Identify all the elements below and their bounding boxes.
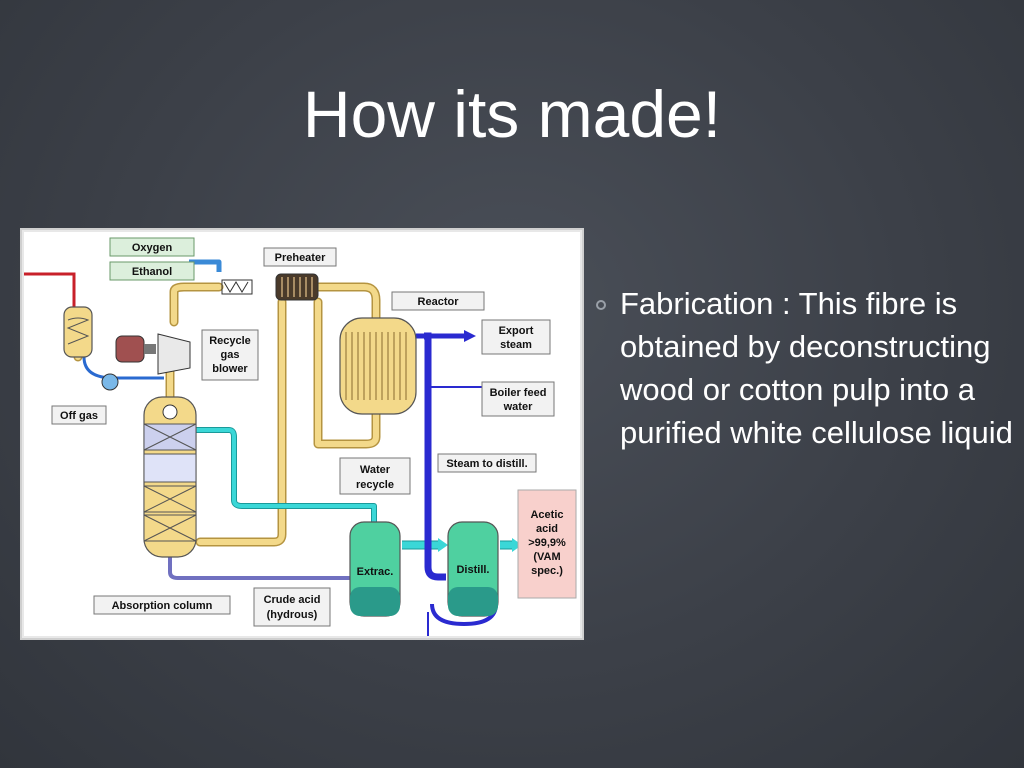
preheater-unit bbox=[275, 273, 319, 301]
label-preheater: Preheater bbox=[275, 252, 326, 264]
label-steam-to-distill: Steam to distill. bbox=[446, 458, 527, 470]
distillation-vessel bbox=[447, 521, 499, 617]
label-reactor: Reactor bbox=[418, 296, 460, 308]
bullet-icon bbox=[596, 300, 606, 310]
label-acetic-4: (VAM bbox=[533, 551, 560, 563]
feed-line bbox=[24, 272, 76, 307]
label-blower-1: Recycle bbox=[209, 335, 251, 347]
water-pipes bbox=[189, 259, 512, 550]
label-export-steam-2: steam bbox=[500, 339, 532, 351]
slide-title: How its made! bbox=[302, 77, 722, 151]
motor-icon bbox=[115, 335, 145, 363]
absorption-column bbox=[143, 396, 197, 558]
label-water-recycle-1: Water bbox=[360, 464, 391, 476]
arrow-to-product bbox=[512, 538, 522, 552]
extraction-vessel bbox=[349, 521, 401, 617]
label-boiler-feed-1: Boiler feed bbox=[490, 387, 547, 399]
label-acetic-3: >99,9% bbox=[528, 537, 566, 549]
label-extrac: Extrac. bbox=[357, 566, 394, 578]
label-crude-acid-2: (hydrous) bbox=[267, 609, 318, 621]
label-blower-2: gas bbox=[221, 349, 240, 361]
label-acetic-1: Acetic bbox=[530, 509, 563, 521]
arrow-export-steam bbox=[464, 330, 476, 342]
crude-line bbox=[168, 557, 354, 580]
label-acetic-5: spec.) bbox=[531, 565, 563, 577]
mixer-icon bbox=[223, 281, 249, 293]
label-oxygen: Oxygen bbox=[132, 242, 173, 254]
bullet-text: Fabrication : This fibre is obtained by … bbox=[620, 286, 1013, 450]
label-absorption-column: Absorption column bbox=[112, 600, 213, 612]
label-ethanol: Ethanol bbox=[132, 266, 172, 278]
label-acetic-2: acid bbox=[536, 523, 558, 535]
pump-icon bbox=[101, 373, 119, 391]
label-export-steam-1: Export bbox=[499, 325, 534, 337]
reactor-vessel bbox=[339, 317, 417, 415]
label-crude-acid-1: Crude acid bbox=[264, 594, 321, 606]
process-diagram: Oxygen Ethanol Preheater Reactor Export … bbox=[24, 232, 580, 636]
label-water-recycle-2: recycle bbox=[356, 479, 394, 491]
arrow-to-distill bbox=[438, 538, 448, 552]
bullet-list: Fabrication : This fibre is obtained by … bbox=[596, 282, 1024, 454]
label-blower-3: blower bbox=[212, 363, 248, 375]
blower-icon bbox=[157, 333, 191, 375]
process-flow-svg: Oxygen Ethanol Preheater Reactor Export … bbox=[24, 237, 577, 636]
label-boiler-feed-2: water bbox=[503, 401, 533, 413]
label-distill: Distill. bbox=[456, 564, 489, 576]
acetic-acid-box bbox=[517, 489, 577, 599]
label-off-gas: Off gas bbox=[60, 410, 98, 422]
